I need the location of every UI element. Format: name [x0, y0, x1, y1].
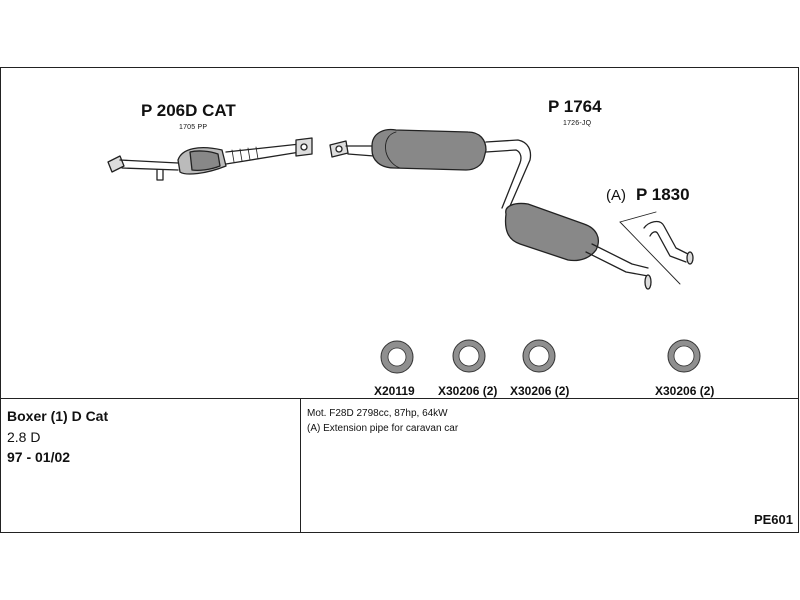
notes-panel: Mot. F28D 2798cc, 87hp, 64kW (A) Extensi…: [301, 398, 799, 532]
rear-part-number: P 1764: [548, 97, 602, 116]
ring-label-x30206-c: X30206 (2): [655, 384, 715, 398]
extension-prefix: (A): [606, 187, 626, 204]
rear-part-code: 1726-JQ: [563, 120, 592, 127]
extension-pipe: [619, 211, 694, 285]
ring-label-x30206-b: X30206 (2): [510, 384, 570, 398]
vehicle-model: Boxer (1) D Cat: [7, 408, 109, 424]
extension-part-number: P 1830: [636, 185, 690, 204]
vehicle-engine: 2.8 D: [7, 429, 41, 445]
rear-section: [329, 128, 652, 290]
extension-note: (A) Extension pipe for caravan car: [307, 423, 459, 434]
front-part-number: P 206D CAT: [141, 101, 236, 120]
sheet-code: PE601: [753, 512, 793, 527]
ring-x30206-b: [522, 339, 556, 373]
ring-label-x30206-a: X30206 (2): [438, 384, 498, 398]
ring-x20119: [380, 340, 414, 374]
ring-x30206-a: [452, 339, 486, 373]
ring-label-x20119: X20119: [374, 384, 415, 398]
front-part-code: 1705 PP: [179, 124, 208, 131]
vehicle-info-panel: Boxer (1) D Cat 2.8 D 97 - 01/02: [1, 398, 301, 532]
ring-x30206-c: [667, 339, 701, 373]
motor-note: Mot. F28D 2798cc, 87hp, 64kW: [307, 408, 448, 419]
sealing-rings: [380, 339, 701, 374]
diagram-frame: [0, 67, 799, 533]
front-pipe-catalyst: [107, 137, 313, 181]
vehicle-years: 97 - 01/02: [7, 449, 71, 465]
